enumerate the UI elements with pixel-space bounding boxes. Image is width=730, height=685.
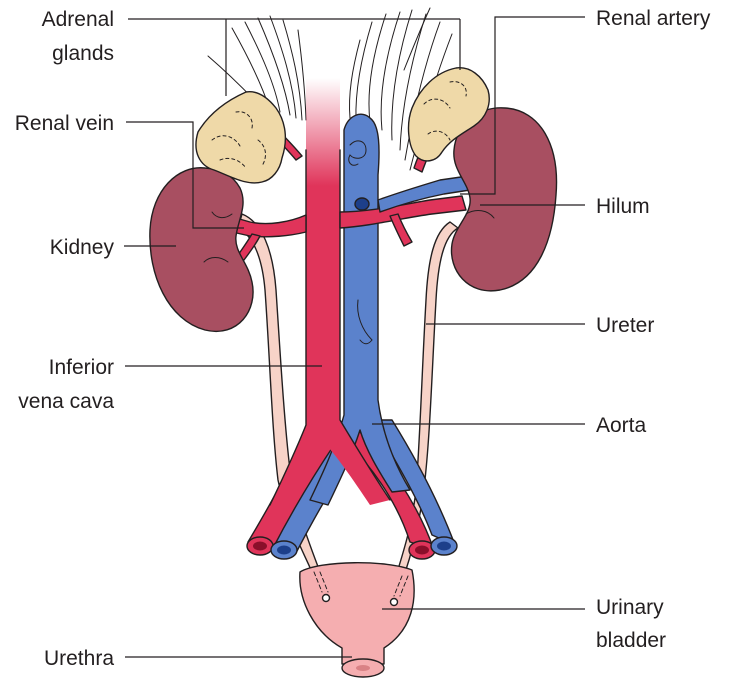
label-hilum: Hilum bbox=[596, 195, 650, 218]
label-inferior-vena-cava-line2: vena cava bbox=[18, 390, 114, 413]
labels: Adrenal glands Renal vein Kidney Inferio… bbox=[15, 7, 711, 670]
label-inferior-vena-cava-line1: Inferior bbox=[49, 356, 114, 379]
right-kidney bbox=[450, 107, 558, 292]
right-adrenal-gland bbox=[407, 67, 490, 162]
nerve-fibres bbox=[207, 7, 453, 171]
label-adrenal-glands-line2: glands bbox=[52, 42, 114, 65]
label-urinary-bladder-line1: Urinary bbox=[596, 596, 664, 619]
renal-vein-leader bbox=[126, 121, 244, 229]
red-vessel-trunk bbox=[270, 78, 390, 510]
blue-vessel-trunk bbox=[309, 113, 411, 506]
label-urethra: Urethra bbox=[44, 647, 114, 670]
leader-lines bbox=[124, 16, 585, 658]
label-urinary-bladder-line2: bladder bbox=[596, 629, 666, 652]
label-renal-artery: Renal artery bbox=[596, 7, 711, 30]
left-adrenal-texture bbox=[211, 111, 266, 169]
label-ureter: Ureter bbox=[596, 314, 654, 337]
small-vessel-loop bbox=[348, 140, 367, 166]
label-adrenal-glands-line1: Adrenal bbox=[42, 8, 114, 31]
small-vessel-branch bbox=[357, 299, 373, 345]
right-renal-artery bbox=[339, 195, 467, 229]
left-adrenal-gland bbox=[195, 91, 287, 184]
label-kidney: Kidney bbox=[50, 236, 115, 259]
right-adrenal-texture bbox=[423, 81, 467, 141]
urinary-bladder bbox=[299, 562, 415, 665]
adrenal-glands-leader bbox=[128, 18, 461, 96]
label-aorta: Aorta bbox=[596, 414, 647, 437]
vessel-opening bbox=[354, 197, 370, 211]
left-kidney bbox=[149, 167, 254, 333]
renal-artery-leader bbox=[460, 16, 585, 195]
label-renal-vein: Renal vein bbox=[15, 112, 114, 135]
ureter-openings bbox=[313, 571, 409, 597]
